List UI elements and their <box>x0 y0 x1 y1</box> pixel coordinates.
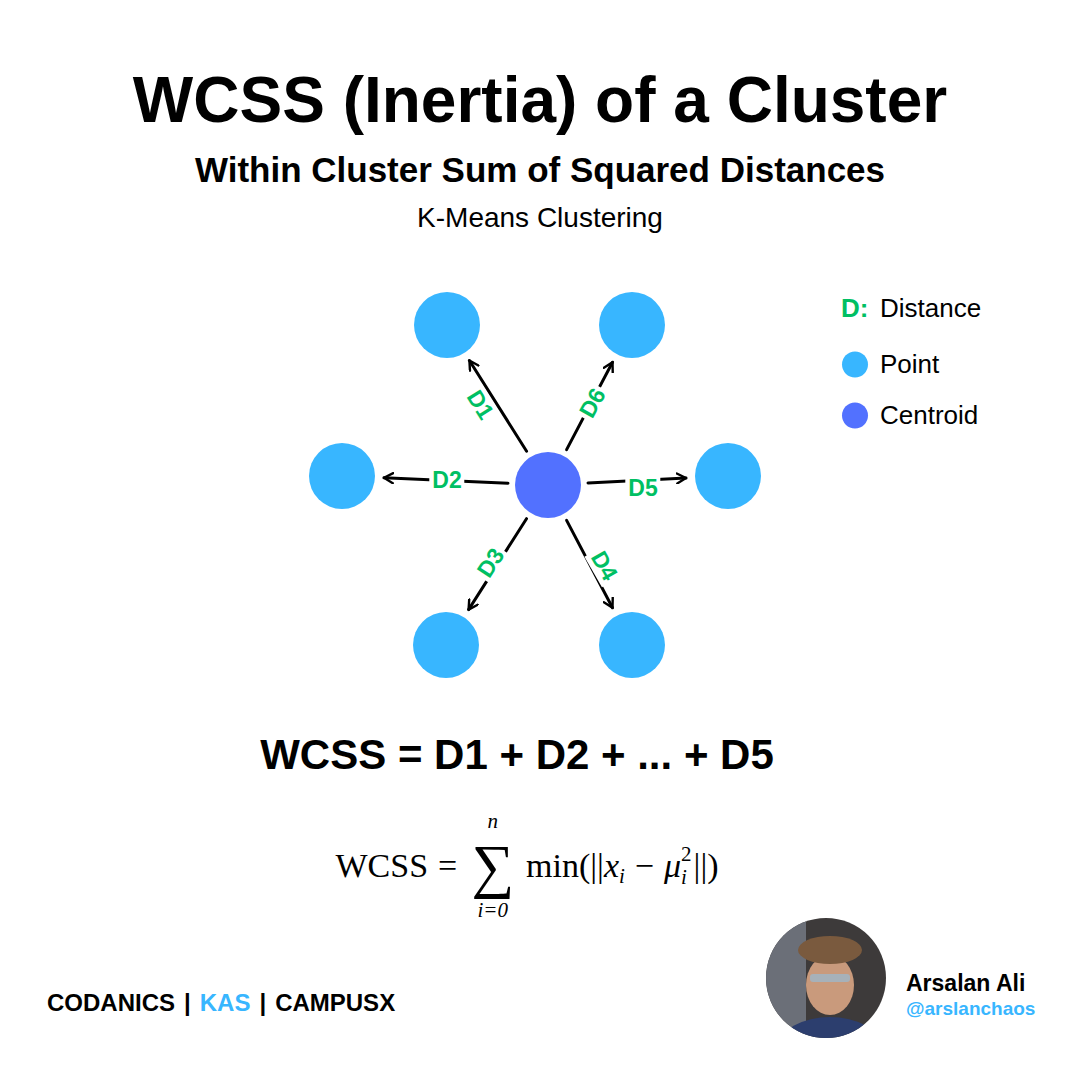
distance-arrow <box>469 519 527 610</box>
formula-slot: ∑ <box>471 833 514 899</box>
formula-slot: n <box>487 810 498 833</box>
footer-slot: KAS <box>200 990 251 1016</box>
wcss-formula: WCSS = n ∑ i=0 min(|| x i − μ 2 i ||) <box>335 810 718 922</box>
footer-brands: CODANICS | KAS | CAMPUSX <box>47 990 404 1016</box>
legend-swatch-svg <box>841 401 869 429</box>
formula-term: i <box>681 866 692 889</box>
footer-slot: CODANICS <box>47 990 175 1016</box>
formula-term: min(|| <box>526 847 604 884</box>
distance-label: D6 <box>573 381 612 424</box>
data-points <box>309 292 761 678</box>
distance-label: D4 <box>584 544 624 587</box>
legend-symbol: D: <box>841 294 868 323</box>
distance-label: D5 <box>625 476 660 501</box>
subtitle: K-Means Clustering <box>417 203 663 234</box>
legend-entry: Point <box>841 349 939 380</box>
script-stack: 2 i <box>681 843 692 889</box>
photo-wall <box>766 918 806 1038</box>
distance-label: D1 <box>460 383 500 426</box>
formula-term: 2 <box>681 843 692 866</box>
separator: | <box>259 990 266 1016</box>
footer-slot: | <box>184 990 191 1016</box>
legend-text: Distance <box>880 293 981 324</box>
formula-slot: ||) <box>694 847 719 884</box>
legend-text: Point <box>880 349 939 380</box>
legend-text: Centroid <box>880 400 978 431</box>
distance-arrows <box>384 361 686 610</box>
formula-term: − <box>635 847 654 884</box>
title: WCSS (Inertia) of a Cluster <box>133 65 947 135</box>
photo-hat <box>798 936 862 964</box>
formula-term: WCSS <box>335 847 428 884</box>
centroid <box>515 452 581 518</box>
legend-entry: D: Distance <box>841 293 981 324</box>
author-handle: @arslanchaos <box>906 999 1035 1020</box>
separator: | <box>184 990 191 1016</box>
data-point <box>309 443 375 509</box>
formula-term: μ <box>664 847 681 884</box>
distance-arrow <box>567 362 613 449</box>
formula-slot: x <box>604 847 619 884</box>
distance-label: D3 <box>471 541 511 584</box>
formula-slot: i <box>681 866 692 889</box>
legend-swatch <box>842 402 868 428</box>
formula-term: x <box>604 847 619 884</box>
formula-slot: − <box>635 847 654 884</box>
distance-label: D2 <box>429 468 464 493</box>
formula-term: i=0 <box>477 899 508 922</box>
data-point <box>414 292 480 358</box>
equation: WCSS = D1 + D2 + ... + D5 <box>260 732 774 778</box>
legend-sample: D: <box>841 294 871 323</box>
subtitle: Within Cluster Sum of Squared Distances <box>195 151 885 190</box>
author-name: Arsalan Ali <box>906 971 1025 996</box>
formula-term: n <box>487 810 498 833</box>
formula-term: i <box>619 864 625 887</box>
data-point <box>695 443 761 509</box>
brand-name: CAMPUSX <box>275 990 395 1016</box>
author-photo <box>766 918 886 1073</box>
footer-slot: CAMPUSX <box>275 990 395 1016</box>
data-point <box>413 612 479 678</box>
formula-slot: μ <box>664 847 681 884</box>
legend-sample <box>841 350 871 378</box>
formula-term: ∑ <box>471 833 514 899</box>
brand-name: KAS <box>200 990 251 1016</box>
legend-swatch <box>842 351 868 377</box>
brand-name: CODANICS <box>47 990 175 1016</box>
photo-glasses <box>810 974 850 982</box>
data-point <box>599 612 665 678</box>
formula-slot: = <box>438 847 457 884</box>
legend-sample <box>841 401 871 429</box>
sum-column: n ∑ i=0 <box>471 810 514 922</box>
formula-slot: min(|| <box>526 847 604 884</box>
formula-term: ||) <box>694 847 719 884</box>
formula-slot: 2 <box>681 843 692 866</box>
photo-shirt <box>780 1017 880 1073</box>
formula-term: = <box>438 847 457 884</box>
data-point <box>599 292 665 358</box>
legend-entry: Centroid <box>841 400 978 431</box>
footer-slot: | <box>259 990 266 1016</box>
formula-slot: i <box>619 864 625 887</box>
formula-slot: WCSS <box>335 847 428 884</box>
legend-swatch-svg <box>841 350 869 378</box>
formula-slot: i=0 <box>477 899 508 922</box>
